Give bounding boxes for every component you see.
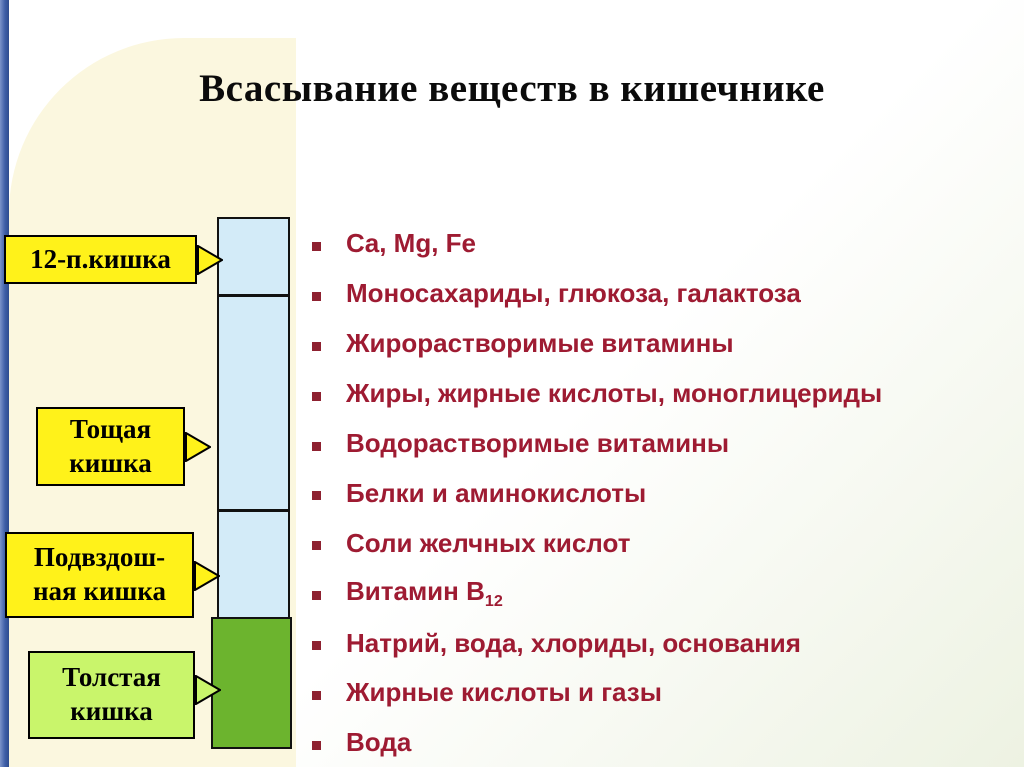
callout-arrow-icon <box>197 245 223 275</box>
callout-arrow-icon <box>185 432 211 462</box>
list-item: Соли желчных кислот <box>312 518 1018 568</box>
callout-label: Подвздош- ная кишка <box>33 542 166 606</box>
callout-label: Тощая кишка <box>69 413 152 478</box>
bullet-square-icon <box>312 491 321 501</box>
bullet-square-icon <box>312 641 321 651</box>
bullet-text: Ca, Mg, Fe <box>346 228 477 259</box>
callout-arrow-icon <box>195 675 221 705</box>
list-item: Жиры, жирные кислоты, моноглицериды <box>312 369 1018 419</box>
bullet-text: Жиры, жирные кислоты, моноглицериды <box>346 378 883 409</box>
bullet-square-icon <box>312 341 321 351</box>
absorption-list: Ca, Mg, Fe Моносахариды, глюкоза, галакто… <box>312 219 1018 767</box>
callout-label: Толстая кишка <box>62 662 161 726</box>
intestine-segment-divider <box>219 509 288 512</box>
bullet-text: Жирорастворимые витамины <box>346 328 734 359</box>
callout-label: 12-п.кишка <box>30 243 171 274</box>
callout-large-intestine: Толстая кишка <box>28 651 195 739</box>
bullet-text: Водорастворимые витамины <box>346 428 730 458</box>
bullet-text: Жирные кислоты и газы <box>346 677 662 708</box>
callout-arrow-icon <box>194 561 220 591</box>
bullet-text: Вода <box>346 727 412 758</box>
intestine-segment-divider <box>219 294 288 297</box>
list-item: Ca, Mg, Fe <box>312 219 1018 269</box>
bullet-text: Соли желчных кислот <box>346 527 631 558</box>
callout-jejunum: Тощая кишка <box>36 407 185 486</box>
list-item: Вода <box>312 718 1018 767</box>
list-item: Витамин В12 <box>312 568 1018 618</box>
bullet-square-icon <box>312 291 321 301</box>
callout-duodenum: 12-п.кишка <box>4 235 197 284</box>
bullet-square-icon <box>312 690 321 700</box>
intestine-column <box>217 217 290 621</box>
bullet-text: Натрий, вода, хлориды, основания <box>346 627 801 658</box>
callout-ileum: Подвздош- ная кишка <box>5 532 194 618</box>
bullet-text: Белки и аминокислоты <box>346 477 647 508</box>
large-intestine-segment <box>211 617 292 749</box>
left-edge-bar <box>0 0 9 767</box>
list-item: Натрий, вода, хлориды, основания <box>312 618 1018 668</box>
bullet-square-icon <box>312 241 321 251</box>
bullet-square-icon <box>312 591 321 601</box>
list-item: Белки и аминокислоты <box>312 468 1018 518</box>
list-item: Водорастворимые витамины <box>312 419 1018 469</box>
bullet-text: Витамин В12 <box>346 575 503 610</box>
bullet-square-icon <box>312 441 321 451</box>
list-item: Жирорастворимые витамины <box>312 319 1018 369</box>
bullet-subscript: 12 <box>484 591 503 610</box>
bullet-square-icon <box>312 391 321 401</box>
slide-title: Всасывание веществ в кишечнике <box>199 67 825 110</box>
bullet-square-icon <box>312 541 321 551</box>
bullet-text: Моносахариды, глюкоза, галактоза <box>346 278 801 309</box>
list-item: Моносахариды, глюкоза, галактоза <box>312 269 1018 319</box>
list-item: Жирные кислоты и газы <box>312 668 1018 718</box>
bullet-square-icon <box>312 740 321 750</box>
